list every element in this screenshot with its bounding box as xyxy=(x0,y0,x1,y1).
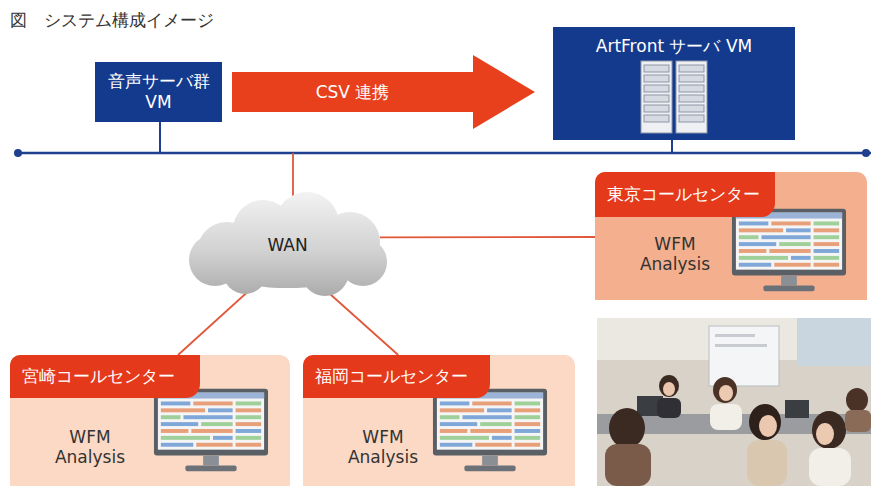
network-link xyxy=(380,236,595,238)
connectors xyxy=(178,55,595,355)
node-label: WFM Analysis xyxy=(333,427,433,468)
node-label: WFM Analysis xyxy=(625,234,725,275)
node-label: ArtFront サーバ VM xyxy=(561,36,787,56)
monitor-icon xyxy=(431,386,549,474)
monitor-icon xyxy=(152,386,270,474)
diagram-title: 図 システム構成イメージ xyxy=(10,10,214,30)
node-label: WFM Analysis xyxy=(40,427,140,468)
network-link xyxy=(178,284,257,356)
node-label: WAN xyxy=(267,235,307,255)
call-center-photo xyxy=(597,318,871,486)
site-tab: 宮崎コールセンター xyxy=(10,355,200,398)
node-label: 福岡コールセンター xyxy=(315,366,468,386)
node-label: 音声サーバ群 VM xyxy=(103,71,214,114)
arrow-label-wrap: CSV 連携 xyxy=(316,82,390,102)
server-box: ArtFront サーバ VM xyxy=(553,27,795,140)
site-panel: WFM Analysis 宮崎コールセンター xyxy=(10,355,290,486)
site-tab: 東京コールセンター xyxy=(595,172,775,217)
site-panel: WFM Analysis 東京コールセンター xyxy=(595,172,867,300)
monitor-icon xyxy=(730,206,848,294)
edge-label: CSV 連携 xyxy=(316,82,390,102)
flow-arrow xyxy=(232,55,535,129)
site-panel: WFM Analysis 福岡コールセンター xyxy=(303,355,575,486)
node-label: 東京コールセンター xyxy=(607,184,760,204)
node-label: 宮崎コールセンター xyxy=(22,366,175,386)
network-cloud: WAN xyxy=(185,190,390,300)
title-wrap: 図 システム構成イメージ xyxy=(10,10,214,30)
server-box: 音声サーバ群 VM xyxy=(95,62,222,122)
site-tab: 福岡コールセンター xyxy=(303,355,490,398)
